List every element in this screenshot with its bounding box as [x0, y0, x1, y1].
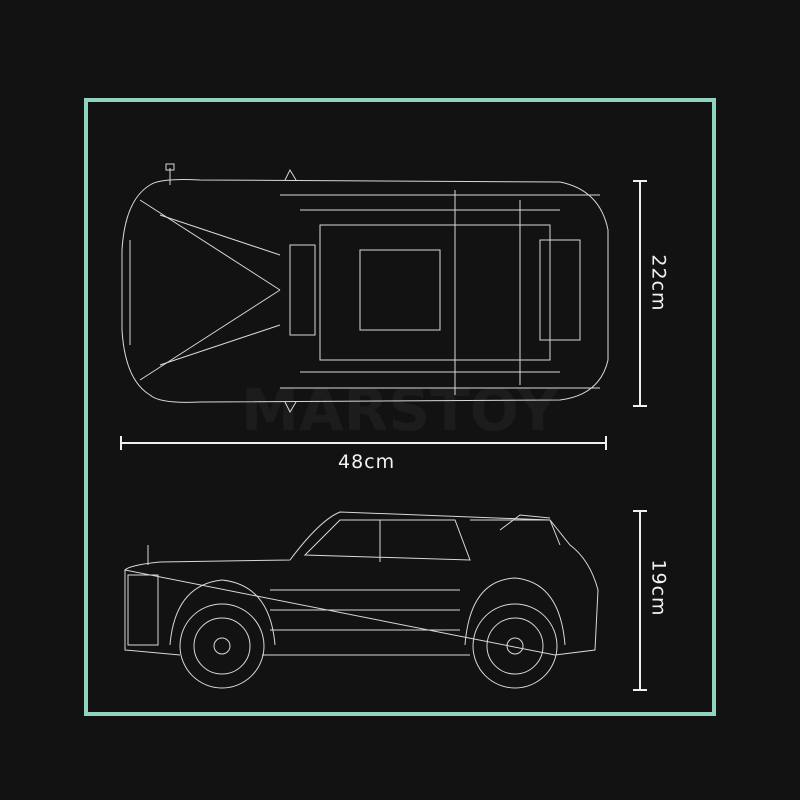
car-top-view	[121, 163, 609, 414]
frame	[84, 98, 716, 716]
height-label: 19cm	[647, 559, 670, 617]
front-wheel	[179, 603, 265, 689]
width-dimension-line	[633, 180, 647, 407]
rear-wheel	[472, 603, 558, 689]
height-dimension-line	[633, 510, 647, 691]
watermark: MARSTOY	[241, 376, 560, 444]
length-dimension-line	[120, 436, 607, 450]
length-label: 48cm	[338, 451, 396, 473]
width-label: 22cm	[647, 254, 670, 312]
car-side-view	[123, 511, 599, 656]
